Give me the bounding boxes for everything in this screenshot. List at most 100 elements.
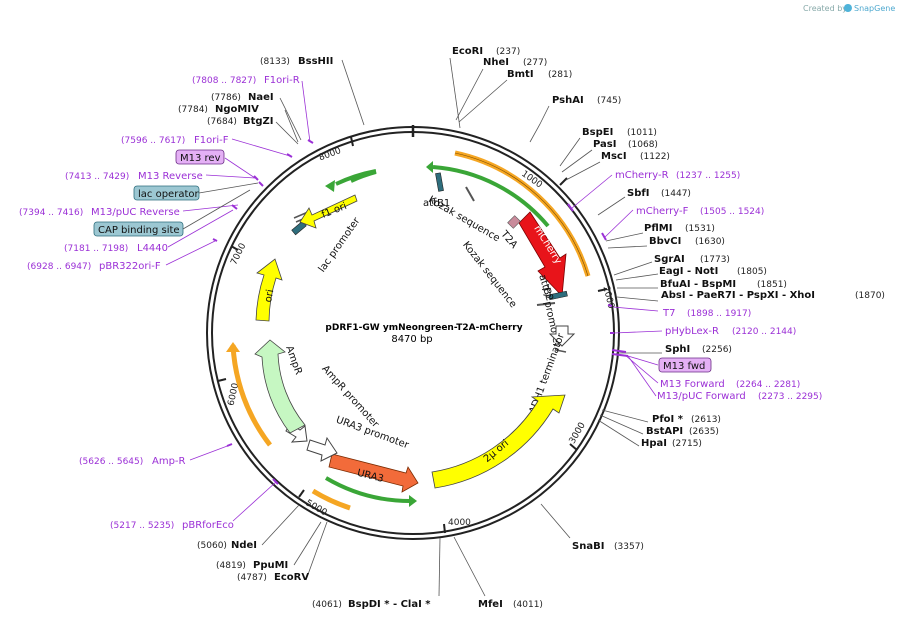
site-eagi-noti-name[interactable]: EagI - NotI bbox=[659, 266, 718, 277]
site-bstapi-name[interactable]: BstAPI bbox=[646, 426, 683, 437]
tick-label-3000: 3000 bbox=[568, 421, 588, 446]
primer-m13-puc-reverse-name[interactable]: M13/pUC Reverse bbox=[91, 207, 180, 218]
kozak2-mark bbox=[536, 302, 556, 306]
attb1-feature[interactable] bbox=[435, 172, 444, 192]
primer-ticks bbox=[212, 139, 629, 485]
primer-m13-puc-forward-name[interactable]: M13/pUC Forward bbox=[657, 391, 746, 402]
primer-mcherry-r-pos: (1237 .. 1255) bbox=[676, 171, 740, 181]
site-absi-xhoi-name[interactable]: AbsI - PaeR7I - PspXI - XhoI bbox=[661, 290, 815, 301]
site-bspdi-clai-name[interactable]: BspDI * - ClaI * bbox=[348, 599, 431, 610]
primer-pbrforeco-name[interactable]: pBRforEco bbox=[182, 520, 234, 531]
orf-arc-green-bottom-head bbox=[409, 495, 417, 507]
site-bfuai-bspmi-name[interactable]: BfuAI - BspMI bbox=[660, 279, 736, 290]
site-naei-name[interactable]: NaeI bbox=[248, 92, 274, 103]
site-sbfi-name[interactable]: SbfI bbox=[627, 188, 649, 199]
site-ecori-pos: (237) bbox=[496, 47, 520, 57]
site-hpai-pos: (2715) bbox=[672, 439, 702, 449]
primer-pbrforeco-pos: (5217 .. 5235) bbox=[110, 521, 174, 531]
m13-fwd-leader bbox=[627, 355, 659, 366]
two-micron-ori-feature[interactable] bbox=[431, 394, 566, 489]
primer-l4440-name[interactable]: L4440 bbox=[137, 243, 168, 254]
site-ppumi-pos: (4819) bbox=[216, 561, 246, 571]
primer-mcherry-f-name[interactable]: mCherry-F bbox=[636, 206, 689, 217]
m13-fwd-box[interactable] bbox=[658, 357, 712, 373]
site-pshai-name[interactable]: PshAI bbox=[552, 95, 584, 106]
primer-m13-reverse-name[interactable]: M13 Reverse bbox=[138, 171, 203, 182]
primer-mcherry-f-pos: (1505 .. 1524) bbox=[700, 207, 764, 217]
site-sphi-name[interactable]: SphI bbox=[665, 344, 690, 355]
primer-l4440-pos: (7181 .. 7198) bbox=[64, 244, 128, 254]
t2a-feature[interactable] bbox=[507, 215, 521, 229]
primer-t7-pos: (1898 .. 1917) bbox=[687, 309, 751, 319]
primer-m13-forward-name[interactable]: M13 Forward bbox=[660, 379, 725, 390]
site-bsshii-name[interactable]: BssHII bbox=[298, 56, 333, 67]
site-mfei-name[interactable]: MfeI bbox=[478, 599, 503, 610]
site-ndei-name[interactable]: NdeI bbox=[231, 540, 257, 551]
site-ecorv-name[interactable]: EcoRV bbox=[274, 572, 309, 583]
site-btgzi-name[interactable]: BtgZI bbox=[243, 116, 274, 127]
site-bsshii-pos: (8133) bbox=[260, 57, 290, 67]
site-bbvci-name[interactable]: BbvCI bbox=[649, 236, 681, 247]
orf-arc-green-top-head bbox=[426, 161, 433, 173]
cap-site-leader bbox=[182, 189, 251, 230]
kozak1-mark bbox=[465, 186, 475, 202]
m13-rev-box[interactable] bbox=[175, 149, 225, 165]
site-bmti-pos: (281) bbox=[548, 70, 572, 80]
site-ndei-pos: (5060) bbox=[197, 541, 227, 551]
site-nhei-name[interactable]: NheI bbox=[483, 57, 509, 68]
site-pflmi-pos: (1531) bbox=[685, 224, 715, 234]
kozak2-label: Kozak sequence bbox=[460, 240, 518, 310]
site-bspei-name[interactable]: BspEI bbox=[582, 127, 613, 138]
site-bfuai-bspmi-pos: (1851) bbox=[757, 280, 787, 290]
site-bspei-pos: (1011) bbox=[627, 128, 657, 138]
site-sgrai-pos: (1773) bbox=[700, 255, 730, 265]
site-msci-name[interactable]: MscI bbox=[601, 151, 627, 162]
ura3-feature[interactable] bbox=[328, 453, 419, 493]
orf-arc-green-bottom bbox=[324, 476, 413, 504]
site-pflmi-name[interactable]: PflMI bbox=[644, 223, 672, 234]
mcherry-feature[interactable] bbox=[518, 211, 567, 297]
orf-arc-green-f1-head bbox=[325, 180, 335, 192]
primer-phyblex-r-name[interactable]: pHybLex-R bbox=[665, 326, 719, 337]
primer-m13-reverse-pos: (7413 .. 7429) bbox=[65, 172, 129, 182]
primer-amp-r-name[interactable]: Amp-R bbox=[152, 456, 186, 467]
site-pfoi-pos: (2613) bbox=[691, 415, 721, 425]
site-ngomiv-pos: (7784) bbox=[178, 105, 208, 115]
site-pfoi-name[interactable]: PfoI * bbox=[652, 414, 684, 425]
m13-rev-leader bbox=[224, 157, 256, 179]
m13-fwd-label: M13 fwd bbox=[663, 361, 705, 372]
primer-t7-name[interactable]: T7 bbox=[662, 308, 675, 319]
site-hpai-name[interactable]: HpaI bbox=[641, 438, 667, 449]
site-ecori-name[interactable]: EcoRI bbox=[452, 46, 483, 57]
ori-feature[interactable] bbox=[255, 258, 283, 322]
tick-label-6000: 6000 bbox=[227, 382, 242, 407]
site-mfei-pos: (4011) bbox=[513, 600, 543, 610]
primer-m13-puc-reverse-pos: (7394 .. 7416) bbox=[19, 208, 83, 218]
adh1-terminator-feature[interactable] bbox=[548, 325, 576, 347]
site-btgzi-pos: (7684) bbox=[207, 117, 237, 127]
site-ppumi-name[interactable]: PpuMI bbox=[253, 560, 288, 571]
brand-text: SnapGene bbox=[854, 4, 895, 13]
ori-label: ori bbox=[263, 289, 276, 304]
site-sgrai-name[interactable]: SgrAI bbox=[654, 254, 685, 265]
snapgene-logo-icon bbox=[843, 4, 852, 12]
site-absi-xhoi-pos: (1870) bbox=[855, 291, 885, 301]
credit-text: Created by bbox=[803, 4, 847, 13]
f1-ori-feature[interactable] bbox=[299, 194, 358, 229]
primer-mcherry-r-name[interactable]: mCherry-R bbox=[615, 170, 669, 181]
primer-f1ori-f-name[interactable]: F1ori-F bbox=[194, 135, 229, 146]
primer-f1ori-f-pos: (7596 .. 7617) bbox=[121, 136, 185, 146]
site-snabi-name[interactable]: SnaBI bbox=[572, 541, 604, 552]
site-pasi-name[interactable]: PasI bbox=[593, 139, 616, 150]
site-ngomiv-name[interactable]: NgoMIV bbox=[215, 104, 259, 115]
ura3-promoter-feature[interactable] bbox=[306, 436, 338, 462]
t7-promoter-mark bbox=[555, 349, 567, 353]
attb2-feature[interactable] bbox=[548, 290, 568, 301]
site-msci-pos: (1122) bbox=[640, 152, 670, 162]
primer-leader-lines bbox=[165, 80, 663, 522]
site-bmti-name[interactable]: BmtI bbox=[507, 69, 534, 80]
primer-f1ori-r-name[interactable]: F1ori-R bbox=[264, 75, 300, 86]
primer-pbr322ori-f-name[interactable]: pBR322ori-F bbox=[99, 261, 161, 272]
ampr-feature[interactable] bbox=[254, 339, 306, 434]
